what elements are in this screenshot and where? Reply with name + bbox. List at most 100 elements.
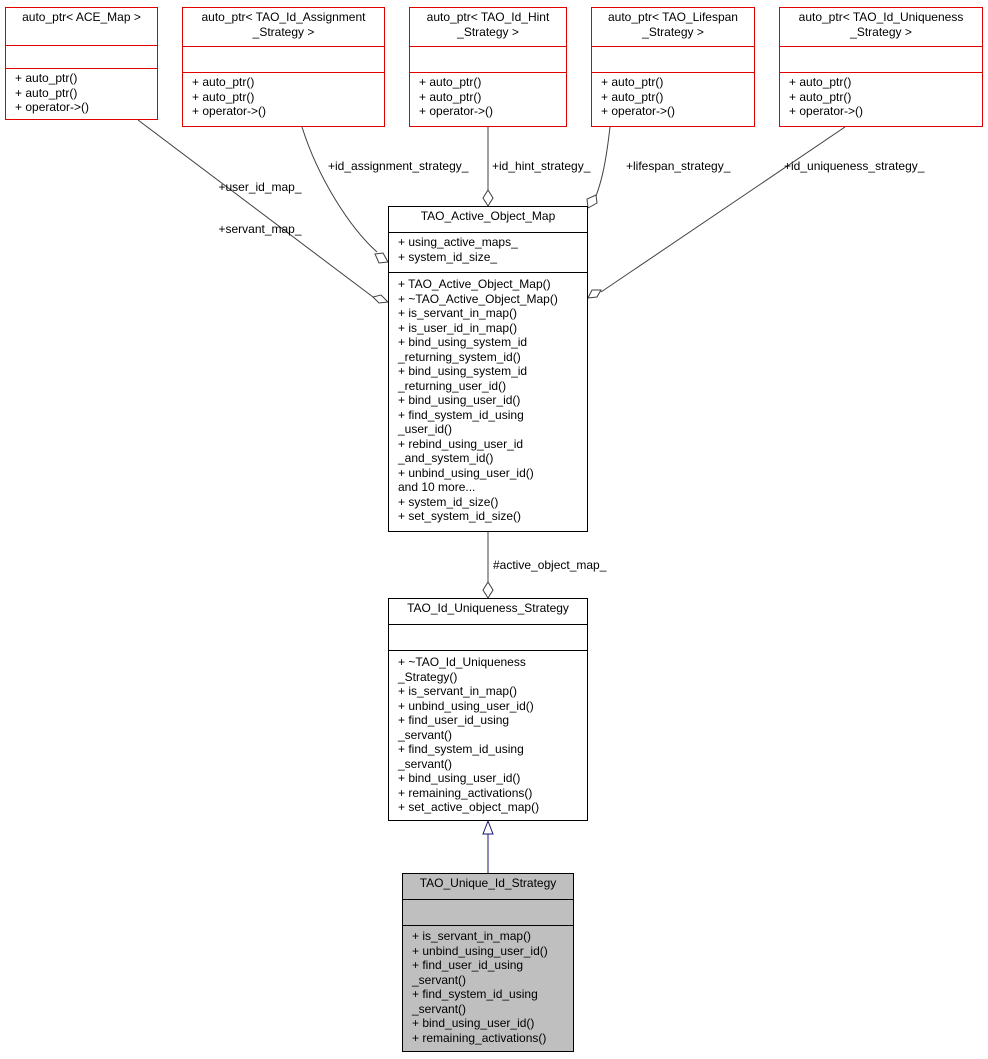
operation: + find_system_id_using	[412, 987, 538, 1001]
attribute: + using_active_maps_	[398, 235, 518, 249]
edge-label-id-hint-strategy: +id_hint_strategy_	[492, 159, 591, 173]
operation: _Strategy()	[398, 669, 458, 684]
edge-label-id-uniqueness-strategy: +id_uniqueness_strategy_	[784, 159, 925, 173]
class-title: auto_ptr< TAO_Id_Uniqueness _Strategy >	[780, 8, 982, 46]
operation: + operator->()	[192, 104, 267, 118]
class-title: TAO_Active_Object_Map	[389, 207, 587, 232]
class-auto-ptr-id-hint-strategy[interactable]: auto_ptr< TAO_Id_Hint _Strategy > + auto…	[409, 7, 567, 127]
operation: + set_active_object_map()	[398, 800, 540, 814]
class-title-line: TAO_Unique_Id_Strategy	[419, 876, 557, 890]
operation: _user_id()	[398, 422, 453, 436]
edge-lifespan-strategy	[595, 126, 611, 197]
inheritance-arrowhead	[482, 819, 494, 835]
operation: + auto_ptr()	[789, 75, 852, 89]
operation: + bind_using_system_id	[398, 364, 528, 378]
class-attributes	[592, 46, 754, 72]
edge-id-uniqueness-strategy	[600, 126, 846, 293]
class-operations: + is_servant_in_map() + unbind_using_use…	[403, 925, 573, 1047]
class-auto-ptr-id-assignment-strategy[interactable]: auto_ptr< TAO_Id_Assignment _Strategy > …	[182, 7, 385, 127]
operation: + ~TAO_Id_Uniqueness	[398, 655, 526, 669]
class-title-line: auto_ptr< ACE_Map >	[22, 10, 141, 24]
operation: + is_servant_in_map()	[398, 684, 518, 698]
class-operations: + auto_ptr() + auto_ptr() + operator->()	[183, 72, 384, 121]
operation: + auto_ptr()	[192, 89, 255, 104]
operation: + is_user_id_in_map()	[398, 320, 518, 335]
operation: + auto_ptr()	[601, 75, 664, 89]
operation: + auto_ptr()	[419, 75, 482, 89]
aggregation-diamond-user-servant-map	[372, 294, 390, 304]
class-title: auto_ptr< TAO_Id_Hint _Strategy >	[410, 8, 566, 46]
operation: + find_system_id_using	[398, 742, 524, 756]
operation: + bind_using_user_id()	[412, 1016, 535, 1030]
operation: _returning_system_id()	[398, 349, 521, 364]
edge-label-active-object-map: #active_object_map_	[493, 558, 607, 572]
class-attributes	[403, 899, 573, 925]
operation: + operator->()	[601, 104, 676, 118]
operation: + auto_ptr()	[601, 89, 664, 104]
aggregation-diamond-lifespan	[586, 194, 598, 209]
operation: + rebind_using_user_id	[398, 436, 524, 451]
class-auto-ptr-lifespan-strategy[interactable]: auto_ptr< TAO_Lifespan _Strategy > + aut…	[591, 7, 755, 127]
class-attributes: + using_active_maps_ + system_id_size_	[389, 232, 587, 272]
class-attributes	[183, 46, 384, 72]
edge-label-lifespan-strategy: +lifespan_strategy_	[626, 159, 731, 173]
operation: + unbind_using_user_id()	[412, 943, 548, 958]
class-title: auto_ptr< TAO_Id_Assignment _Strategy >	[183, 8, 384, 46]
class-title-line: _Strategy >	[457, 24, 519, 39]
operation: + bind_using_system_id	[398, 335, 528, 349]
operation: _returning_user_id()	[398, 378, 507, 393]
operation: + operator->()	[419, 104, 494, 118]
class-title-line: auto_ptr< TAO_Lifespan	[608, 10, 738, 24]
aggregation-diamond-active-object-map	[482, 581, 494, 599]
class-title: auto_ptr< TAO_Lifespan _Strategy >	[592, 8, 754, 46]
operation: _servant()	[398, 756, 453, 771]
class-tao-unique-id-strategy[interactable]: TAO_Unique_Id_Strategy + is_servant_in_m…	[402, 873, 574, 1052]
class-title-line: _Strategy >	[642, 24, 704, 39]
operation: + set_system_id_size()	[398, 509, 522, 523]
operation: + unbind_using_user_id()	[398, 698, 534, 713]
class-attributes	[6, 45, 157, 68]
edge-label-line: +user_id_map_	[218, 180, 302, 194]
operation: + find_system_id_using	[398, 407, 524, 422]
class-auto-ptr-id-uniqueness-strategy[interactable]: auto_ptr< TAO_Id_Uniqueness _Strategy > …	[779, 7, 983, 127]
class-operations: + auto_ptr() + auto_ptr() + operator->()	[780, 72, 982, 121]
operation: + find_user_id_using	[412, 958, 524, 972]
class-title: TAO_Id_Uniqueness_Strategy	[389, 599, 587, 624]
operation: + auto_ptr()	[15, 85, 78, 100]
class-tao-active-object-map[interactable]: TAO_Active_Object_Map + using_active_map…	[388, 206, 588, 532]
class-title-line: _Strategy >	[252, 24, 315, 39]
operation: + auto_ptr()	[789, 89, 852, 104]
class-operations: + ~TAO_Id_Uniqueness _Strategy() + is_se…	[389, 650, 587, 817]
operation: _servant()	[398, 727, 453, 742]
operation: + remaining_activations()	[398, 785, 533, 800]
class-title: auto_ptr< ACE_Map >	[6, 8, 157, 45]
class-title-line: auto_ptr< TAO_Id_Assignment	[201, 10, 366, 24]
operation: + operator->()	[15, 100, 90, 114]
edge-user-servant-map	[137, 119, 374, 298]
class-operations: + TAO_Active_Object_Map() + ~TAO_Active_…	[389, 272, 587, 526]
operation: + find_user_id_using	[398, 713, 510, 727]
operation: + auto_ptr()	[192, 75, 255, 89]
operation: + TAO_Active_Object_Map()	[398, 277, 551, 291]
class-auto-ptr-ace-map[interactable]: auto_ptr< ACE_Map > + auto_ptr() + auto_…	[5, 7, 158, 120]
class-attributes	[410, 46, 566, 72]
edge-label-id-assignment-strategy: +id_assignment_strategy_	[328, 159, 469, 173]
class-attributes	[780, 46, 982, 72]
class-operations: + auto_ptr() + auto_ptr() + operator->()	[410, 72, 566, 121]
edge-id-assignment-strategy	[301, 126, 378, 253]
edge-label-user-servant-map: +user_id_map_ +servant_map_	[210, 152, 310, 250]
aggregation-diamond-id-uniqueness	[587, 289, 602, 299]
class-title-line: TAO_Active_Object_Map	[420, 209, 556, 223]
class-title-line: auto_ptr< TAO_Id_Hint	[426, 10, 550, 24]
operation: + auto_ptr()	[15, 71, 78, 85]
operation: + auto_ptr()	[419, 89, 482, 104]
operation: + bind_using_user_id()	[398, 393, 521, 407]
operation: + ~TAO_Active_Object_Map()	[398, 291, 558, 306]
operation: _and_system_id()	[398, 451, 494, 465]
class-title-line: auto_ptr< TAO_Id_Uniqueness	[798, 10, 964, 24]
class-operations: + auto_ptr() + auto_ptr() + operator->()	[6, 68, 157, 117]
operation: _servant()	[412, 972, 467, 987]
operation: + unbind_using_user_id()	[398, 465, 534, 480]
class-tao-id-uniqueness-strategy[interactable]: TAO_Id_Uniqueness_Strategy + ~TAO_Id_Uni…	[388, 598, 588, 821]
